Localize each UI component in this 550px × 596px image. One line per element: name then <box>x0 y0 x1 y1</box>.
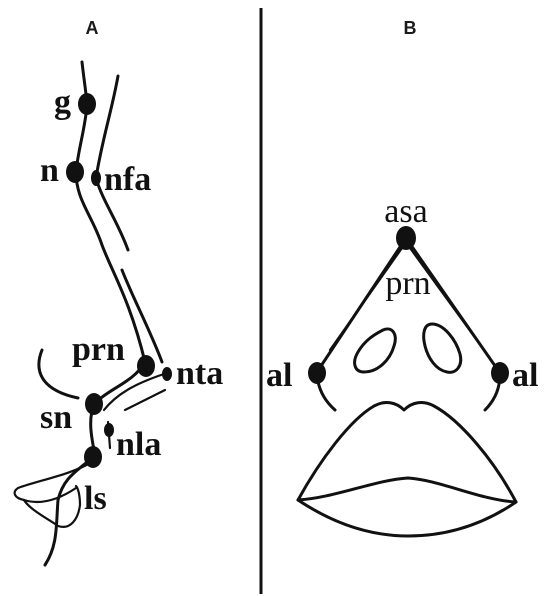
landmark-al-right-point <box>491 362 509 384</box>
upper-lip-outline <box>298 403 516 502</box>
landmark-prn-basal-label: prn <box>385 265 430 302</box>
landmark-nfa-label: nfa <box>104 161 151 198</box>
landmark-ls-point <box>84 446 102 468</box>
landmark-al-left-point <box>308 362 326 384</box>
lower-lip-outline <box>298 500 516 536</box>
landmark-sn-label: sn <box>40 399 72 436</box>
landmark-nta-point <box>162 367 172 381</box>
nostril-right <box>424 324 461 372</box>
landmark-al-left-label: al <box>266 357 292 394</box>
landmark-n-point <box>66 161 84 183</box>
landmark-nla-label: nla <box>116 426 161 463</box>
landmark-nfa-point <box>91 170 101 186</box>
panel-label-b: B <box>404 18 417 38</box>
lower-lip <box>24 486 80 527</box>
columella-line-2 <box>125 390 165 410</box>
landmark-nla-point <box>104 423 114 437</box>
landmark-al-right-label: al <box>512 357 538 394</box>
landmark-prn-point <box>137 355 155 377</box>
landmark-n-label: n <box>40 152 59 189</box>
landmark-sn-point <box>85 393 103 415</box>
landmark-g-label: g <box>54 84 71 121</box>
nostril-left <box>355 329 396 372</box>
landmark-g-point <box>78 93 96 115</box>
landmark-prn-label: prn <box>72 331 125 368</box>
landmark-nta-label: nta <box>176 355 223 392</box>
landmark-asa-label: asa <box>384 193 427 230</box>
panel-label-a: A <box>86 18 99 38</box>
landmark-ls-label: ls <box>84 480 107 517</box>
